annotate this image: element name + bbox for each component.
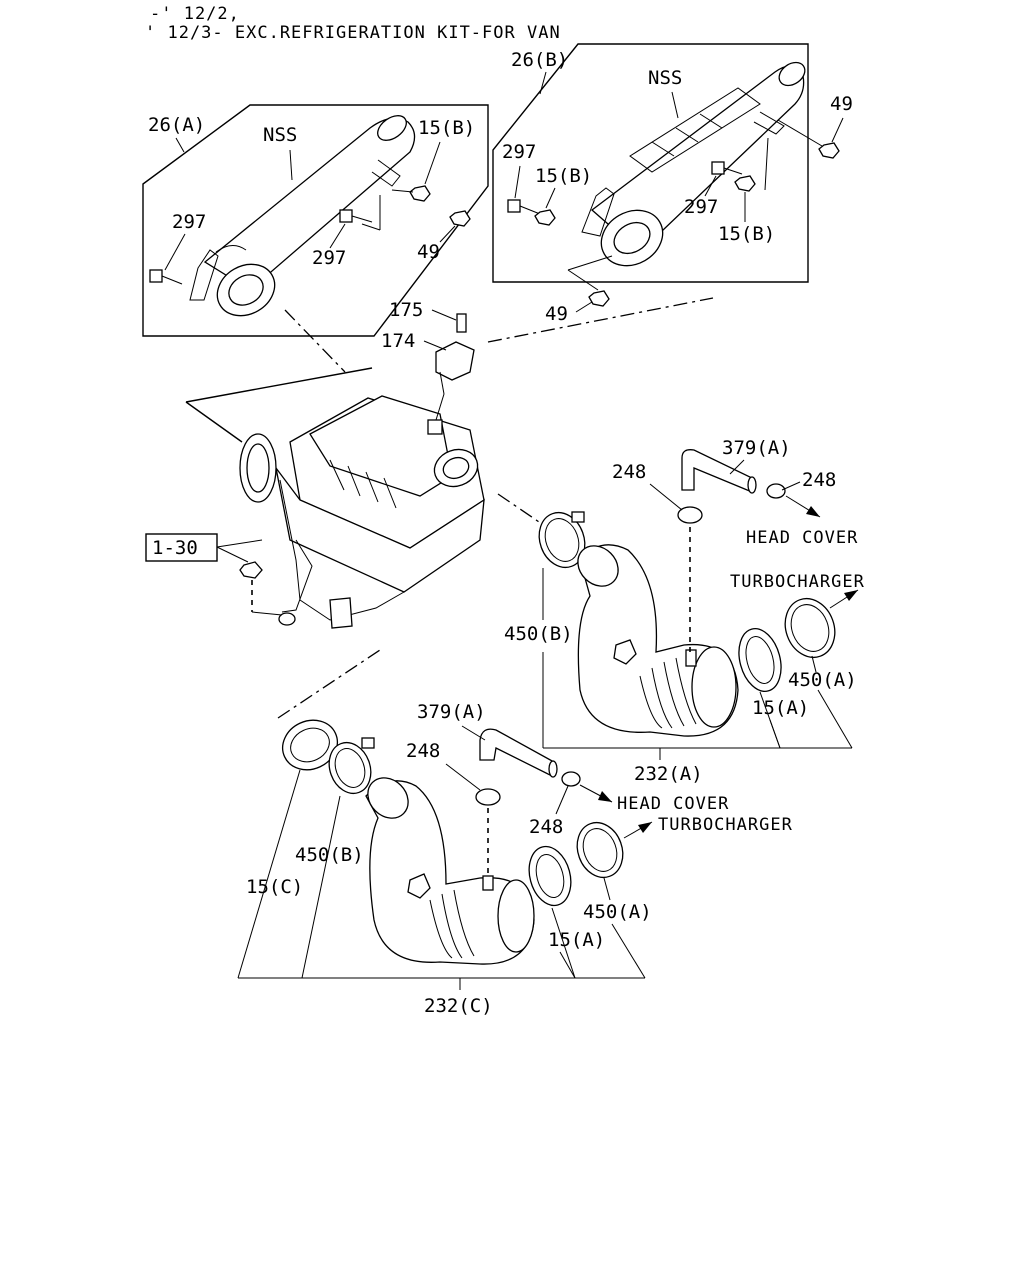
- label-297-b2: 297: [684, 196, 718, 218]
- label-15a-1: 15(A): [752, 697, 809, 719]
- label-26b: 26(B): [511, 49, 568, 71]
- clamp-248-lower-2: [561, 771, 581, 787]
- clamp-248-upper-2: [766, 483, 786, 499]
- clamp-248-lower-1: [475, 788, 501, 806]
- label-head-cover-2: HEAD COVER: [617, 794, 729, 814]
- intake-duct-232a-group: 248 379(A) 248 HEAD COVER TURBOCHARGER 4…: [497, 437, 865, 785]
- label-450b-2: 450(B): [295, 844, 364, 866]
- bolt-297-b2: [711, 161, 743, 175]
- bolt-297-a2: [339, 209, 373, 223]
- intake-duct-232c: [365, 777, 535, 965]
- label-174: 174: [381, 330, 415, 352]
- clamp-450b-lower: [328, 737, 375, 795]
- label-turbocharger-2: TURBOCHARGER: [658, 815, 793, 835]
- nut-49-b1: [818, 142, 840, 159]
- label-15b-a: 15(B): [418, 117, 475, 139]
- variant-b-frame: [492, 43, 809, 283]
- sensor-174: [435, 341, 475, 395]
- header-line-1: -' 12/2,: [150, 4, 240, 24]
- resonator-26b-group: 26(B) NSS 49 297 15(B) 297 15(B) 49: [492, 43, 853, 325]
- label-15a-2: 15(A): [548, 929, 605, 951]
- label-49-a: 49: [417, 241, 440, 263]
- label-379a-2: 379(A): [417, 701, 486, 723]
- variant-a-frame: [142, 104, 489, 337]
- hose-379a-upper: [681, 449, 757, 494]
- intake-duct-232c-group: 379(A) 248 248 HEAD COVER TURBOCHARGER 4…: [237, 649, 793, 1017]
- label-49-b2: 49: [545, 303, 568, 325]
- label-379a-1: 379(A): [722, 437, 791, 459]
- arrow-turbo-2: [638, 822, 652, 833]
- label-15c: 15(C): [246, 876, 303, 898]
- resonator-26b: [581, 61, 806, 267]
- nut-15b-b2: [734, 175, 756, 192]
- resonator-26a: [189, 115, 416, 317]
- nut-15b-b1: [534, 209, 556, 226]
- hose-379a-lower: [479, 728, 558, 778]
- nut-15b-a: [409, 185, 431, 202]
- label-248-3: 248: [406, 740, 440, 762]
- label-26a: 26(A): [148, 114, 205, 136]
- label-248-1: 248: [612, 461, 646, 483]
- clamp-15c: [282, 719, 338, 771]
- nut-49-b2: [588, 290, 610, 307]
- clamp-450a-upper: [784, 597, 836, 659]
- label-297-a2: 297: [312, 247, 346, 269]
- label-head-cover-1: HEAD COVER: [746, 528, 858, 548]
- clamp-450b-upper: [538, 511, 586, 569]
- label-232a: 232(A): [634, 763, 703, 785]
- clamp-15a-upper: [738, 628, 782, 692]
- label-232c: 232(C): [424, 995, 493, 1017]
- arrow-head-cover-1: [806, 506, 820, 517]
- label-nss-b: NSS: [648, 67, 682, 89]
- label-turbocharger-1: TURBOCHARGER: [730, 572, 865, 592]
- nut-1-30: [239, 561, 263, 579]
- label-49-b1: 49: [830, 93, 853, 115]
- nut-49-a: [449, 210, 471, 227]
- label-450b-1: 450(B): [504, 623, 573, 645]
- clamp-450a-lower: [576, 821, 624, 879]
- bolt-297-b1: [507, 199, 541, 215]
- clamp-15a-lower: [528, 845, 572, 907]
- label-248-4: 248: [529, 816, 563, 838]
- label-nss-a: NSS: [263, 124, 297, 146]
- air-cleaner-assembly: [239, 395, 485, 629]
- label-15b-b1: 15(B): [535, 165, 592, 187]
- air-cleaner-group: 175 174 1-30: [145, 297, 714, 629]
- label-450a-1: 450(A): [788, 669, 857, 691]
- label-1-30: 1-30: [152, 537, 198, 559]
- label-297-a1: 297: [172, 211, 206, 233]
- label-450a-2: 450(A): [583, 901, 652, 923]
- label-297-b1: 297: [502, 141, 536, 163]
- label-248-2: 248: [802, 469, 836, 491]
- header-line-2: ' 12/3- EXC.REFRIGERATION KIT-FOR VAN: [145, 23, 561, 43]
- label-15b-b2: 15(B): [718, 223, 775, 245]
- bolt-297-a1: [149, 269, 183, 285]
- arrow-turbo-1: [844, 590, 858, 601]
- intake-duct-232a: [577, 544, 739, 737]
- label-175: 175: [389, 299, 423, 321]
- resonator-26a-group: 26(A) NSS 15(B) 297 297 49: [142, 104, 489, 337]
- clamp-248-upper-1: [677, 506, 703, 524]
- arrow-head-cover-2: [598, 791, 612, 802]
- bolt-175: [456, 313, 467, 333]
